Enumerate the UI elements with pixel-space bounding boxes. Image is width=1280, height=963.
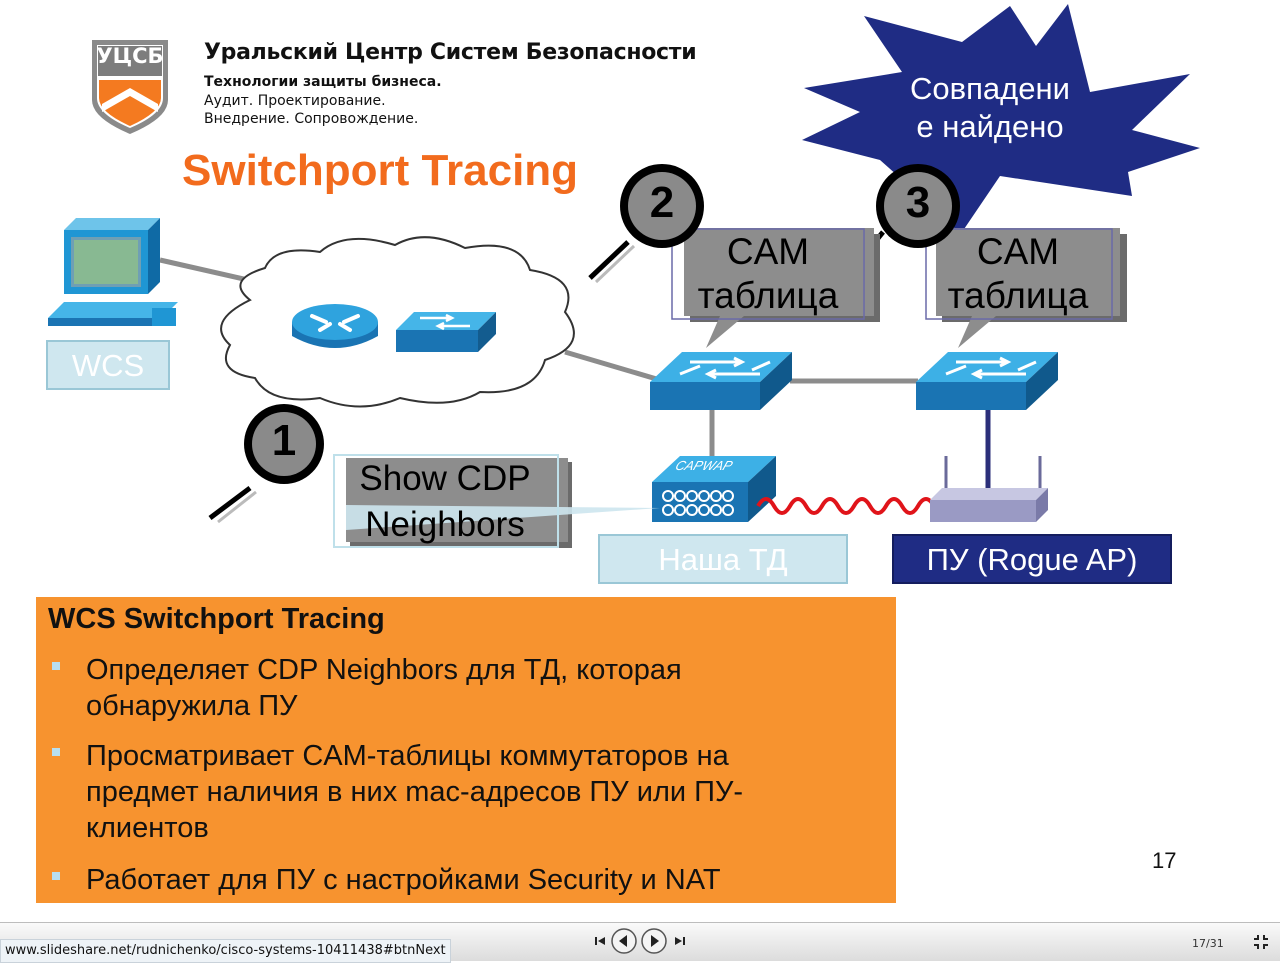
- viewer-toolbar: www.slideshare.net/rudnichenko/cisco-sys…: [0, 922, 1280, 963]
- wireless-link-icon: [756, 497, 936, 515]
- cam-callout-2: [936, 228, 1120, 348]
- magnifier-2-icon: [620, 164, 704, 248]
- bullet-1-line-1: Определяет CDP Neighbors для ТД, которая: [86, 654, 682, 686]
- network-diagram: [48, 4, 1200, 548]
- magnifier-1-handle: [208, 486, 252, 520]
- show-cdp-neighbors-label: Show CDP Neighbors: [336, 456, 554, 548]
- wcs-label: WCS: [46, 340, 170, 390]
- burst-line-2: е найдено: [916, 109, 1064, 144]
- step-2-number: 2: [649, 178, 675, 227]
- first-slide-icon[interactable]: [594, 935, 606, 947]
- step-1-number: 1: [271, 416, 297, 465]
- magnifier-2-handle: [588, 240, 630, 280]
- bullet-3-icon: [52, 872, 60, 880]
- bullet-3: Работает для ПУ с настройками Security и…: [86, 862, 886, 898]
- network-cloud-icon: [220, 236, 575, 408]
- cam-table-1-label: CAM таблица: [684, 230, 852, 318]
- previous-slide-icon[interactable]: [610, 927, 638, 955]
- slide-title: Switchport Tracing: [182, 146, 579, 195]
- bullet-2-line-2: предмет наличия в них mac-адресов ПУ или…: [86, 776, 744, 808]
- bullet-2-icon: [52, 748, 60, 756]
- cam-table-1-line2: таблица: [697, 275, 839, 316]
- last-slide-icon[interactable]: [674, 935, 686, 947]
- cdp-line1: Show CDP: [359, 459, 531, 498]
- magnifier-3-icon: [876, 164, 960, 248]
- cam-table-2-label: CAM таблица: [936, 230, 1100, 318]
- rogue-ap-icon: [930, 456, 1048, 522]
- switch-1-icon: [650, 352, 792, 410]
- magnifier-1-icon: [244, 404, 324, 484]
- company-name: Уральский Центр Систем Безопасности: [204, 40, 697, 65]
- bullet-2-line-1: Просматривает CAM-таблицы коммутаторов н…: [86, 740, 729, 772]
- cam-table-2-line1: CAM: [976, 231, 1060, 272]
- switch-2-icon: [916, 352, 1058, 410]
- cam-table-1-line1: CAM: [726, 231, 810, 272]
- slide: УЦСБ Уральский Центр Систем Безопасности…: [36, 4, 1200, 903]
- cam-table-2-line2: таблица: [947, 275, 1089, 316]
- bullet-3-line-1: Работает для ПУ с настройками Security и…: [86, 864, 721, 896]
- burst-line-1: Совпадени: [910, 71, 1070, 106]
- company-tagline: Технологии защиты бизнеса.: [204, 74, 442, 90]
- logo-shield-icon: [92, 40, 168, 134]
- company-services-2: Внедрение. Сопровождение.: [204, 111, 419, 127]
- cam-callout-1: [684, 228, 874, 348]
- our-ap-label: Наша ТД: [598, 534, 848, 584]
- info-box: [36, 597, 896, 903]
- bullet-2: Просматривает CAM-таблицы коммутаторов н…: [86, 738, 886, 846]
- bullet-2-line-3: клиентов: [86, 812, 209, 844]
- capwap-text: CAPWAP: [673, 458, 735, 473]
- link-cloud-switch1: [564, 349, 661, 383]
- cloud-switch-icon: [396, 312, 496, 352]
- match-found-burst: Совпадени е найдено: [860, 70, 1120, 146]
- bullet-1-line-2: обнаружила ПУ: [86, 690, 298, 722]
- status-url[interactable]: www.slideshare.net/rudnichenko/cisco-sys…: [0, 939, 451, 963]
- cdp-line2: Neighbors: [365, 505, 525, 544]
- next-slide-icon[interactable]: [640, 927, 668, 955]
- bullet-1: Определяет CDP Neighbors для ТД, которая…: [86, 652, 886, 724]
- router-icon: [292, 304, 378, 348]
- slide-page-number: 17: [1152, 848, 1177, 873]
- company-services-1: Аудит. Проектирование.: [204, 93, 386, 109]
- starburst-shape: [802, 4, 1200, 238]
- logo-badge-text: УЦСБ: [96, 44, 164, 68]
- bullet-1-icon: [52, 662, 60, 670]
- slide-counter: 17/31: [1192, 937, 1224, 950]
- info-box-heading: WCS Switchport Tracing: [48, 603, 385, 635]
- exit-fullscreen-icon[interactable]: [1252, 933, 1270, 951]
- step-3-number: 3: [905, 178, 931, 227]
- capwap-ap-icon: [652, 456, 776, 522]
- wcs-computer-icon: [48, 218, 178, 326]
- rogue-ap-label: ПУ (Rogue AP): [892, 534, 1172, 584]
